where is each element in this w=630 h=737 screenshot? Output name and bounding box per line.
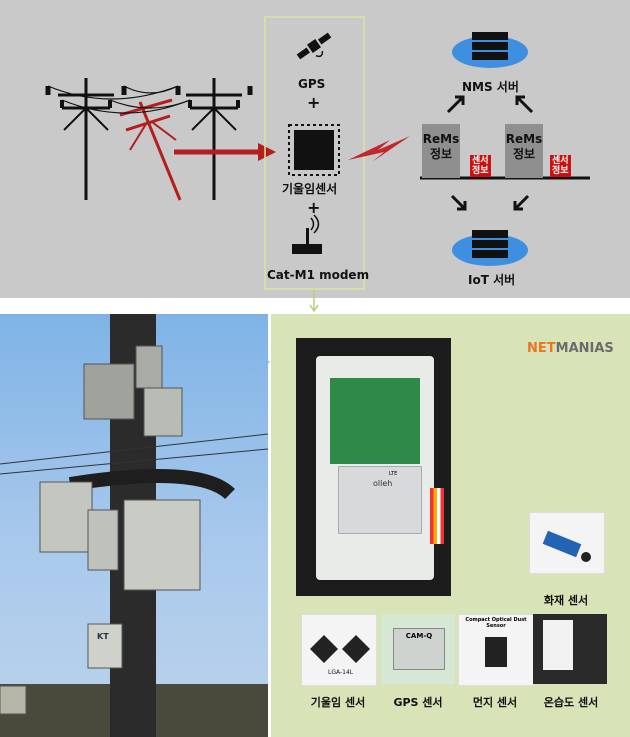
utility-pole-photo: KT (0, 314, 268, 737)
fire-sensor-image (529, 512, 605, 574)
dust-sensor-body (485, 637, 507, 667)
right-power-pole-icon (175, 78, 253, 200)
fire-sensor-label: 화재 센서 (543, 594, 589, 607)
lte-text: LTE (389, 471, 398, 477)
olleh-text: olleh (373, 479, 393, 488)
wireless-lightning-icon (348, 136, 410, 162)
humidity-sensor-image (533, 614, 607, 684)
iot-server-icon (452, 230, 528, 266)
wire-bundle (430, 488, 444, 544)
sensor-label-gps: GPS 센서 (393, 696, 443, 709)
lte-modem-module: LTE olleh (338, 466, 422, 534)
plus-sign-top: + (307, 93, 321, 112)
nms-server-label: NMS 서버 (462, 80, 519, 94)
rems-info-right: ReMs 정보 (505, 124, 543, 178)
netmanias-logo: NETMANIAS (527, 341, 614, 356)
logo-net-text: NET (527, 341, 556, 356)
gps-label: GPS (298, 77, 326, 91)
green-circuit-board (330, 378, 420, 464)
device-components-panel: NETMANIAS LTE olleh 화재 센서 LGA-14L CAM-Q … (271, 314, 630, 737)
rems-info-left: ReMs 정보 (422, 124, 460, 178)
pole-to-sensor-arrow-icon (174, 143, 276, 161)
tilt-sensor-image: LGA-14L (301, 614, 377, 686)
utility-pole-illustration (0, 314, 268, 737)
iot-server-label: IoT 서버 (468, 273, 516, 287)
pole-box-kt-label: KT (97, 632, 109, 641)
sensor-info-badge-left: 센서 정보 (470, 155, 491, 177)
tilt-sensor-label: 기울임센서 (282, 182, 338, 196)
chip-icon (288, 124, 340, 176)
sensor-info-badge-right: 센서 정보 (550, 155, 571, 177)
modem-label: Cat-M1 modem (267, 268, 370, 282)
nms-server-icon (452, 32, 528, 68)
power-line-wires (47, 85, 191, 114)
upload-arrows-icon (446, 95, 534, 114)
lga-chip-text: LGA-14L (328, 669, 354, 676)
satellite-icon (296, 32, 332, 60)
gps-module-chip: CAM-Q (393, 628, 445, 670)
top-diagram-panel: GPS + 기울임센서 + Cat-M1 modem NMS 서버 IoT 서버… (0, 0, 630, 298)
plus-sign-bottom: + (307, 198, 321, 217)
download-arrows-icon (450, 194, 530, 211)
dust-sensor-image: Compact Optical Dust Sensor (458, 614, 534, 686)
modem-router-icon (292, 214, 322, 254)
dust-sensor-caption: Compact Optical Dust Sensor (465, 617, 527, 629)
sensor-label-tilt: 기울임 센서 (310, 696, 366, 709)
sensor-label-temp-humidity: 온습도 센서 (543, 696, 599, 709)
top-diagram-graphics (45, 16, 590, 290)
gps-sensor-image: CAM-Q (381, 614, 455, 684)
humidity-sensor-body (543, 620, 573, 670)
logo-manias-text: MANIAS (555, 341, 614, 356)
sensor-label-dust: 먼지 센서 (472, 696, 518, 709)
sensor-enclosure-photo: LTE olleh (296, 338, 451, 596)
